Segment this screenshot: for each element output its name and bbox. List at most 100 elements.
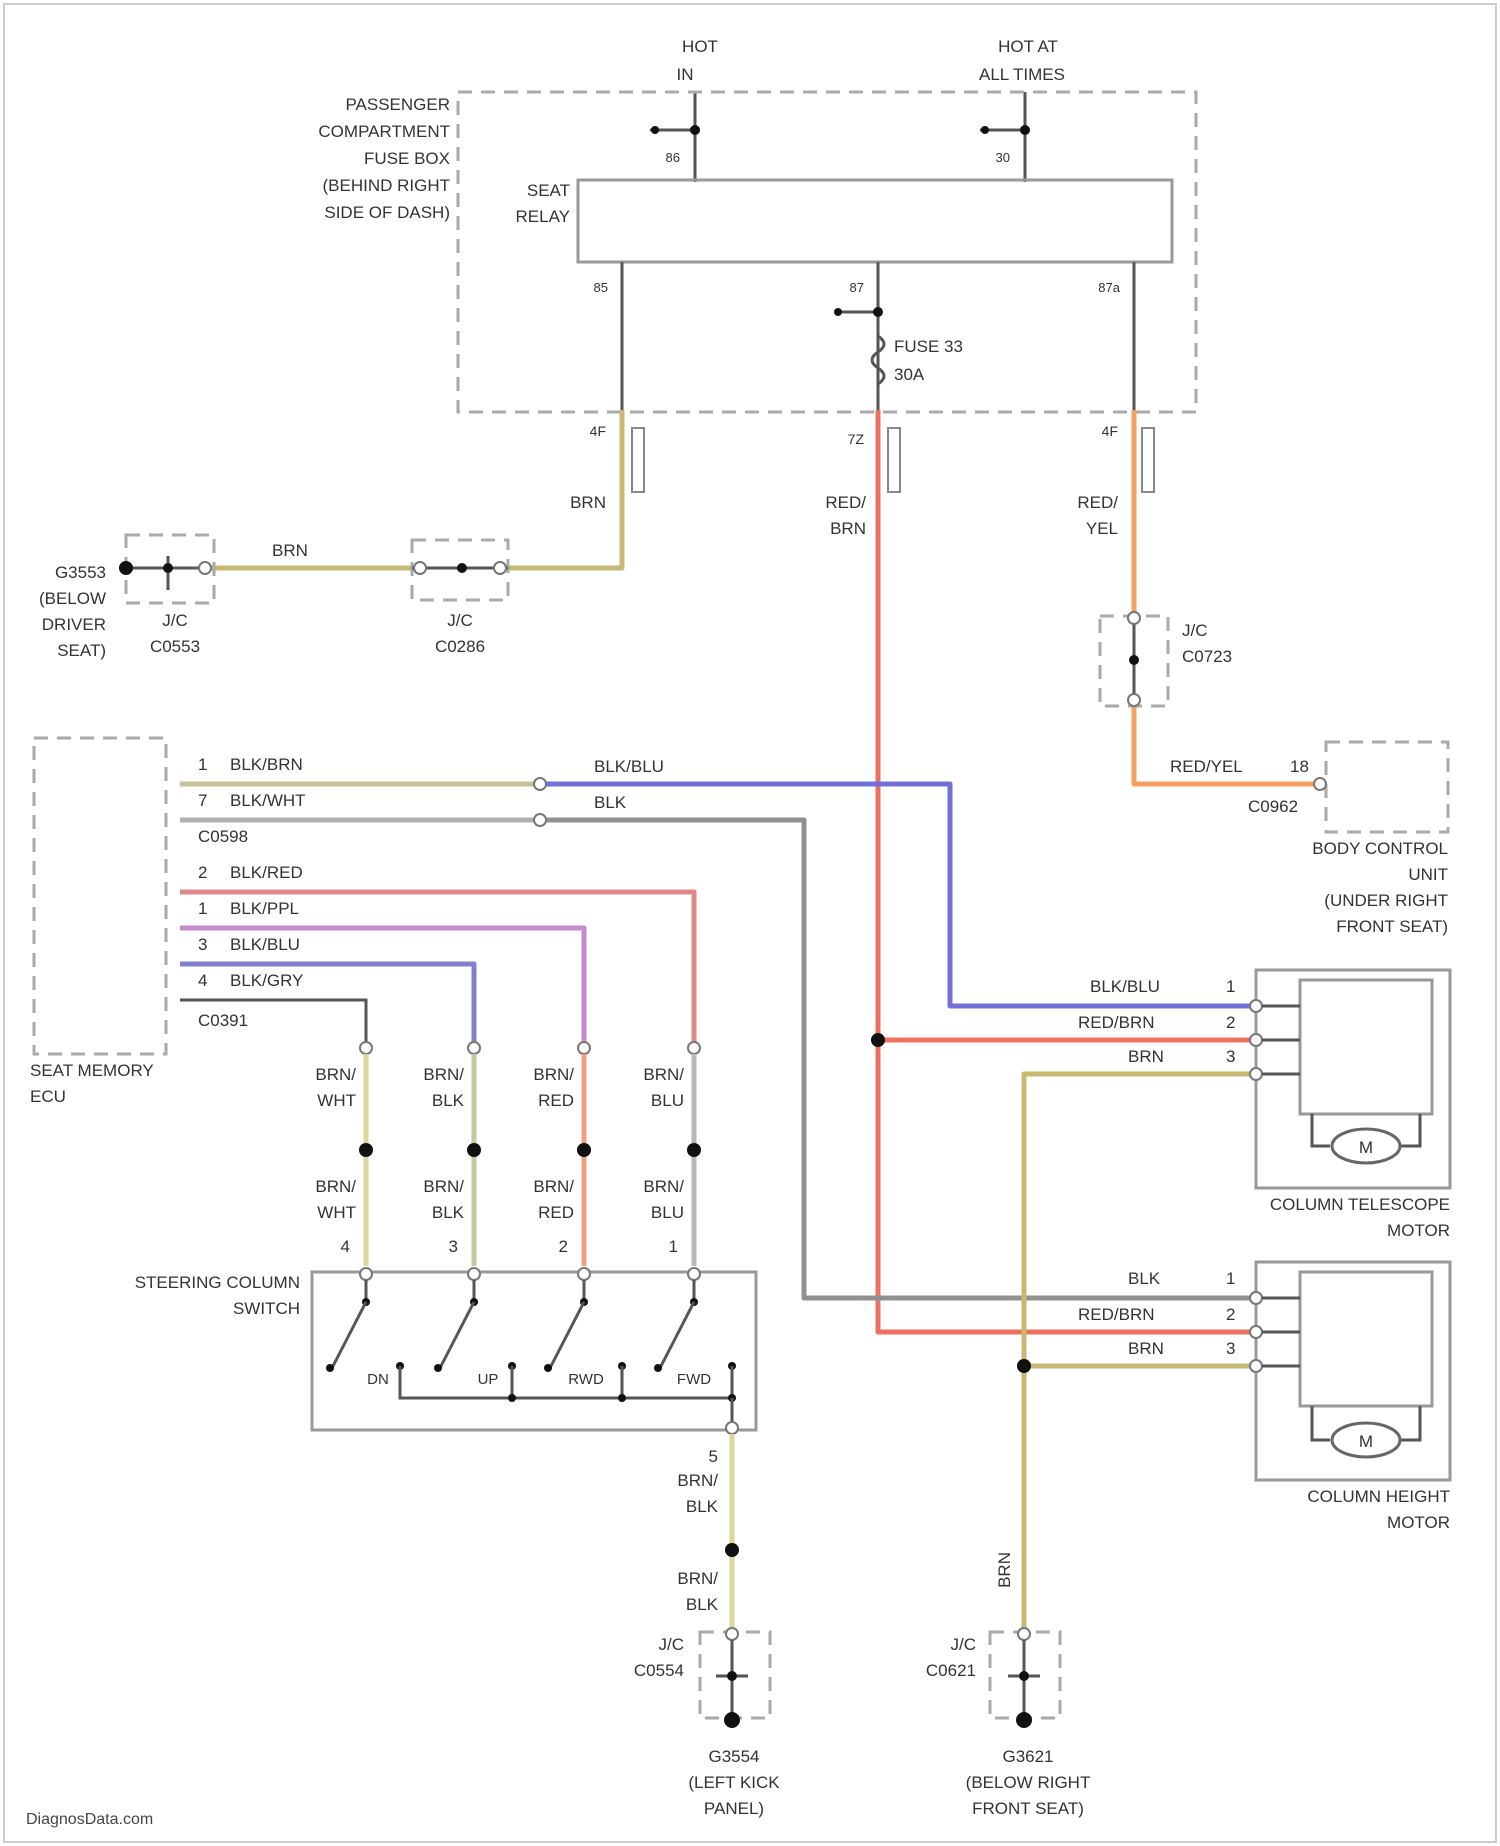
svg-text:G3554: G3554 xyxy=(708,1747,759,1766)
svg-text:J/C: J/C xyxy=(1182,621,1208,640)
height-motor-m-label: M xyxy=(1359,1432,1373,1451)
svg-text:RED/BRN: RED/BRN xyxy=(1078,1305,1155,1324)
ground-g3621-symbol xyxy=(1016,1712,1032,1728)
svg-text:BLK: BLK xyxy=(686,1497,719,1516)
svg-text:SIDE OF DASH): SIDE OF DASH) xyxy=(324,203,450,222)
jc-c0723-pin-b xyxy=(1128,694,1140,706)
svg-text:BRN: BRN xyxy=(1128,1047,1164,1066)
svg-text:YEL: YEL xyxy=(1086,519,1118,538)
svg-text:WHT: WHT xyxy=(317,1091,356,1110)
svg-text:C0286: C0286 xyxy=(435,637,485,656)
jc-c0621-pin xyxy=(1018,1628,1030,1640)
svg-text:3: 3 xyxy=(1226,1339,1235,1358)
svg-text:BRN/: BRN/ xyxy=(315,1065,356,1084)
svg-text:BRN/: BRN/ xyxy=(423,1177,464,1196)
svg-text:BLK/BLU: BLK/BLU xyxy=(1090,977,1160,996)
svg-text:RED: RED xyxy=(538,1091,574,1110)
svg-text:FUSE 33: FUSE 33 xyxy=(894,337,963,356)
svg-text:DN: DN xyxy=(367,1371,389,1388)
svg-text:RED: RED xyxy=(538,1203,574,1222)
svg-text:1: 1 xyxy=(198,899,207,918)
svg-text:COMPARTMENT: COMPARTMENT xyxy=(318,122,450,141)
brn-vertical-label: BRN xyxy=(570,493,606,512)
red-yel-bcu-label: RED/YEL xyxy=(1170,757,1243,776)
svg-text:BRN/: BRN/ xyxy=(533,1177,574,1196)
svg-text:RWD: RWD xyxy=(568,1371,604,1388)
svg-text:C0391: C0391 xyxy=(198,1011,248,1030)
switch-out-pin xyxy=(726,1422,738,1434)
hot-in-splice xyxy=(690,125,700,135)
svg-text:1: 1 xyxy=(1226,977,1235,996)
connector-pin-mid: 7Z xyxy=(848,431,865,447)
jc-c0621-splice xyxy=(1019,1671,1029,1681)
svg-text:3: 3 xyxy=(1226,1047,1235,1066)
svg-text:C0554: C0554 xyxy=(634,1661,684,1680)
switch-out-pin-number: 5 xyxy=(709,1447,718,1466)
svg-text:J/C: J/C xyxy=(659,1635,685,1654)
relay-pin-86: 86 xyxy=(666,150,680,165)
relay-pin-30: 30 xyxy=(996,150,1010,165)
bcu-connector-label: C0962 xyxy=(1248,797,1298,816)
svg-text:FRONT SEAT): FRONT SEAT) xyxy=(972,1799,1084,1818)
svg-text:30A: 30A xyxy=(894,365,925,384)
blk-out-label: BLK xyxy=(594,793,627,812)
watermark: DiagnosData.com xyxy=(26,1811,153,1828)
svg-text:BRN: BRN xyxy=(1128,1339,1164,1358)
svg-text:FWD: FWD xyxy=(677,1371,711,1388)
connector-pin-left: 4F xyxy=(590,423,606,439)
svg-text:(UNDER RIGHT: (UNDER RIGHT xyxy=(1324,891,1448,910)
svg-text:1: 1 xyxy=(1226,1269,1235,1288)
jc-c0554-pin xyxy=(726,1628,738,1640)
svg-text:BRN: BRN xyxy=(830,519,866,538)
svg-text:RED/: RED/ xyxy=(825,493,866,512)
connector-mid-shell xyxy=(888,428,900,492)
svg-text:2: 2 xyxy=(559,1237,568,1256)
relay-pin-87: 87 xyxy=(850,280,864,295)
svg-text:RED/: RED/ xyxy=(1077,493,1118,512)
svg-text:J/C: J/C xyxy=(447,611,473,630)
relay-pin-87a: 87a xyxy=(1098,280,1120,295)
svg-text:BRN/: BRN/ xyxy=(643,1177,684,1196)
svg-text:DRIVER: DRIVER xyxy=(42,615,106,634)
brn-ground-vertical-label: BRN xyxy=(995,1552,1014,1588)
svg-text:BODY CONTROL: BODY CONTROL xyxy=(1312,839,1448,858)
bcu-pin-18: 18 xyxy=(1290,757,1309,776)
jc-c0723-pin-a xyxy=(1128,612,1140,624)
svg-text:SEAT): SEAT) xyxy=(57,641,106,660)
svg-text:BLU: BLU xyxy=(651,1203,684,1222)
svg-text:HOT: HOT xyxy=(682,37,718,56)
svg-text:STEERING COLUMN: STEERING COLUMN xyxy=(135,1273,300,1292)
hot-at-splice xyxy=(1020,125,1030,135)
svg-text:BRN/: BRN/ xyxy=(677,1471,718,1490)
svg-text:2: 2 xyxy=(198,863,207,882)
svg-text:C0553: C0553 xyxy=(150,637,200,656)
jc-c0286-pin-a xyxy=(414,562,426,574)
ecu-inline-pin-blk xyxy=(534,814,546,826)
brn-ground-splice xyxy=(1017,1359,1031,1373)
svg-text:HOT AT: HOT AT xyxy=(998,37,1058,56)
svg-text:(BELOW: (BELOW xyxy=(39,589,106,608)
svg-text:BLK/RED: BLK/RED xyxy=(230,863,303,882)
svg-text:3: 3 xyxy=(198,935,207,954)
svg-text:(LEFT KICK: (LEFT KICK xyxy=(688,1773,780,1792)
svg-text:2: 2 xyxy=(1226,1305,1235,1324)
svg-text:MOTOR: MOTOR xyxy=(1387,1221,1450,1240)
svg-text:UNIT: UNIT xyxy=(1408,865,1448,884)
brn-horizontal-label: BRN xyxy=(272,541,308,560)
ground-g3554-symbol xyxy=(724,1712,740,1728)
svg-text:2: 2 xyxy=(1226,1013,1235,1032)
svg-text:1: 1 xyxy=(198,755,207,774)
svg-text:BLK/WHT: BLK/WHT xyxy=(230,791,306,810)
svg-text:BRN/: BRN/ xyxy=(315,1177,356,1196)
connector-right-shell xyxy=(1142,428,1154,492)
svg-text:BLK: BLK xyxy=(432,1203,465,1222)
relay-mid-bus-end xyxy=(834,308,842,316)
svg-text:ECU: ECU xyxy=(30,1087,66,1106)
svg-text:1: 1 xyxy=(669,1237,678,1256)
jc-c0553-splice xyxy=(163,563,173,573)
jc-c0723-splice xyxy=(1129,655,1139,665)
svg-text:WHT: WHT xyxy=(317,1203,356,1222)
svg-text:J/C: J/C xyxy=(951,1635,977,1654)
jc-c0286-splice xyxy=(457,563,467,573)
